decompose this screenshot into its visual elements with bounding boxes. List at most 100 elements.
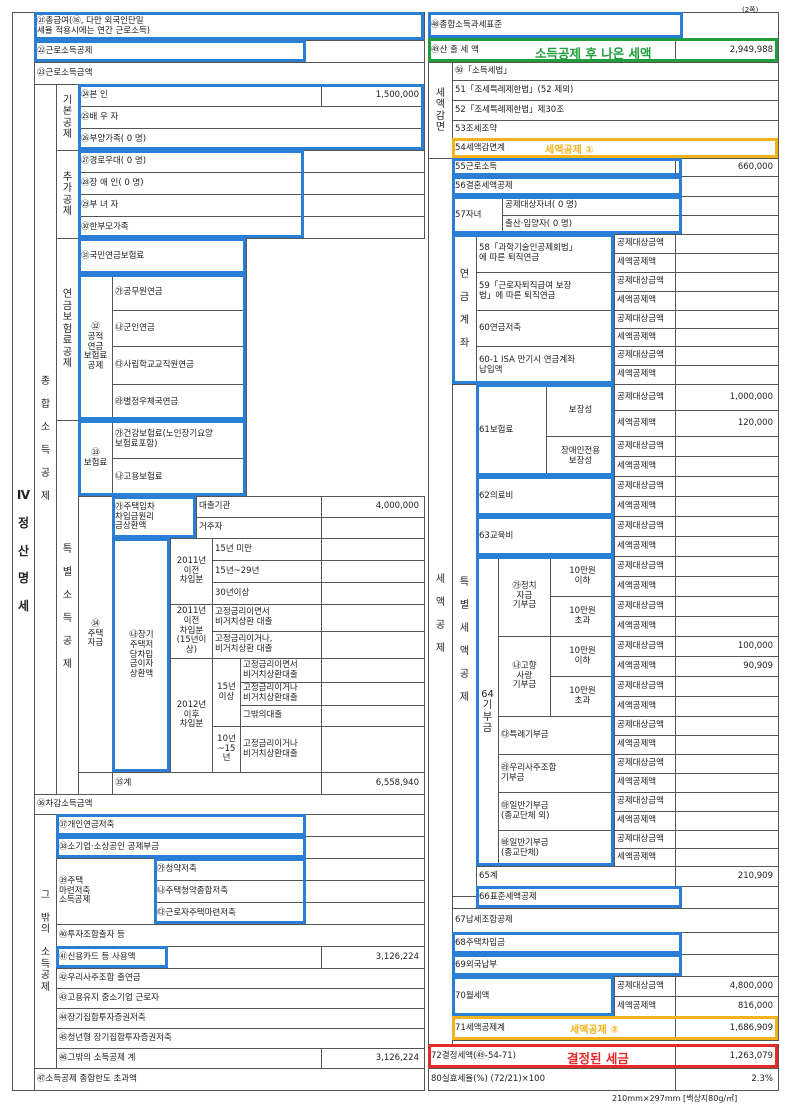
row-61-label: 61보험료 — [476, 384, 547, 477]
o10-a-credit-label: 세액공제액 — [614, 616, 676, 637]
row-70-credit-label: 세액공제액 — [614, 996, 676, 1017]
fixed-or-nonmort-label: 고정금리이거나, 비거치상환 대출 — [212, 631, 322, 659]
row-62-credit-value — [675, 496, 779, 517]
row-58-target-label: 공제대상금액 — [614, 234, 676, 254]
reduction-label: 세 액 감 면 — [428, 62, 453, 159]
row-61b-credit-label: 세액공제액 — [614, 456, 676, 477]
row-25-label: ㉕배 우 자 — [78, 106, 425, 129]
row-64f-credit-label: 세액공제액 — [614, 848, 676, 867]
row-34b-label: ㉯장기 주택저 당차입 금이자 상환액 — [112, 538, 171, 773]
row-60-1-target-value — [675, 346, 779, 366]
row-61a-label: 보장성 — [546, 384, 615, 437]
row-80-label: 80실효세율(%) (72/21)×100 — [428, 1068, 676, 1091]
row-65-value: 210,909 — [675, 866, 779, 887]
page-number: (2쪽) — [742, 6, 759, 14]
row-65-label: 65계 — [476, 866, 676, 887]
row-32b-label: ㉯군인연금 — [112, 310, 247, 347]
row-34a-label: ㉮주택임차 차입금원리 금상환액 — [112, 496, 197, 539]
row-80-value: 2.3% — [675, 1068, 779, 1091]
row-70-label: 70월세액 — [452, 976, 615, 1017]
row-46-value: 3,126,224 — [321, 1048, 425, 1069]
row-64f-credit-value — [675, 848, 779, 867]
row-41-value: 3,126,224 — [321, 946, 425, 969]
u10-a-target-value — [675, 556, 779, 577]
row-60-1-credit-value — [675, 365, 779, 385]
row-64f-target-label: 공제대상금액 — [614, 830, 676, 849]
o10-a-target-value — [675, 596, 779, 617]
row-63-credit-value — [675, 536, 779, 557]
u10-a-label: 10만원 이하 — [550, 556, 615, 597]
annotation-final-tax: 결정된 세금 — [567, 1051, 629, 1066]
row-35-value: 6,558,940 — [321, 772, 425, 795]
row-70-target-value: 4,800,000 — [675, 976, 779, 997]
row-24-label: ㉔본 인 — [78, 84, 322, 107]
fixed-nonmort2-label: 고정금리이면서 비거치상환대출 — [240, 658, 322, 683]
u10-a-credit-label: 세액공제액 — [614, 576, 676, 597]
row-29-label: ㉙부 녀 자 — [78, 194, 425, 217]
row-58-target-value — [675, 234, 779, 254]
row-63-target-label: 공제대상금액 — [614, 516, 676, 537]
row-64c-credit-value — [675, 735, 779, 755]
lender-label: 대출기관 — [196, 496, 322, 518]
row-63-target-value — [675, 516, 779, 537]
row-32c-label: ㉰사립학교교직원연금 — [112, 346, 247, 385]
pension-account-label: 연 금 계 좌 — [452, 234, 477, 385]
u10-b-target-value: 100,000 — [675, 636, 779, 657]
row-61a-target-label: 공제대상금액 — [614, 384, 676, 411]
y2011a-label: 2011년이전 차입분 — [170, 538, 213, 605]
row-47-label: ㊼소득공제 종합한도 초과액 — [34, 1068, 425, 1091]
row-64c-label: ㉰특례기부금 — [498, 716, 615, 755]
row-49-value: 2,949,988 — [675, 38, 779, 63]
row-64f-target-value — [675, 830, 779, 849]
row-60-1-label: 60-1 ISA 만기시 연금계좌 납입액 — [476, 346, 615, 385]
row-44-label: ㊹장기집합투자증권저축 — [56, 1008, 425, 1029]
row-71-value: 1,686,909 — [675, 1016, 779, 1041]
row-69-label: 69외국납부 — [452, 954, 779, 977]
u10-a-target-label: 공제대상금액 — [614, 556, 676, 577]
row-57a-label: 공제대상자녀( 0 명) — [502, 196, 779, 216]
row-41-label: ㊶신용카드 등 사용액 — [56, 946, 322, 969]
row-58-credit-value — [675, 253, 779, 273]
o10-a-credit-value — [675, 616, 779, 637]
o10-b-target-value — [675, 676, 779, 697]
ge30-value — [321, 582, 425, 605]
row-66-label: 66표준세액공제 — [476, 886, 779, 909]
annotation-after-deduction: 소득공제 후 나온 세액 — [535, 46, 652, 61]
other-loan-label: 그밖의대출 — [240, 705, 322, 727]
footer-size: 210mm×297mm [백상지80g/㎡] — [612, 1094, 738, 1103]
row-58-credit-label: 세액공제액 — [614, 253, 676, 273]
y15-29-value — [321, 560, 425, 583]
row-63-label: 63교육비 — [476, 516, 615, 557]
row-32a-label: ㉮공무원연금 — [112, 274, 247, 311]
o10-b-label: 10만원 초과 — [550, 676, 615, 717]
row-34-label: ㉞ 주택 자금 — [78, 496, 113, 773]
row-72-label: 72결정세액(㊾-54-71) — [428, 1044, 676, 1069]
row-64e-target-label: 공제대상금액 — [614, 792, 676, 812]
special-deduction-label: 특 별 소 득 공 제 — [56, 420, 79, 795]
row-64d-target-value — [675, 754, 779, 774]
fixed-or-nonmort2-label: 고정금리이거나 비거치상환대출 — [240, 682, 322, 706]
row-64b-label: ㉯고향 사랑 기부금 — [498, 636, 551, 717]
row-64d-label: ㉱우리사주조합 기부금 — [498, 754, 615, 793]
row-68-label: 68주택차입금 — [452, 932, 779, 955]
row-70-credit-value: 816,000 — [675, 996, 779, 1017]
row-62-credit-label: 세액공제액 — [614, 496, 676, 517]
fixed-or-nonmort2-value — [321, 682, 425, 706]
row-60-1-credit-label: 세액공제액 — [614, 365, 676, 385]
u10-b-label: 10만원 이하 — [550, 636, 615, 677]
row-28-label: ㉘장 애 인( 0 명) — [78, 172, 425, 195]
row-64f-label: ㉳일반기부금 (종교단체) — [498, 830, 615, 867]
row-54-label: 54세액감면계 — [452, 138, 779, 159]
row-60-credit-value — [675, 328, 779, 347]
row-55-value: 660,000 — [675, 158, 779, 177]
row-57-label: 57자녀 — [452, 196, 503, 235]
row-61a-credit-label: 세액공제액 — [614, 410, 676, 437]
u10-b-credit-label: 세액공제액 — [614, 656, 676, 677]
row-26-label: ㉖부양가족( 0 명) — [78, 128, 425, 151]
u10-b-target-label: 공제대상금액 — [614, 636, 676, 657]
row-64a-label: ㉮정치 자금 기부금 — [498, 556, 551, 637]
row-22-label: ㉒근로소득공제 — [34, 40, 425, 63]
row-57b-label: 출산·입양자( 0 명) — [502, 215, 779, 235]
row-59-credit-label: 세액공제액 — [614, 291, 676, 311]
extra-deduction-label: 추 가 공 제 — [56, 150, 79, 239]
